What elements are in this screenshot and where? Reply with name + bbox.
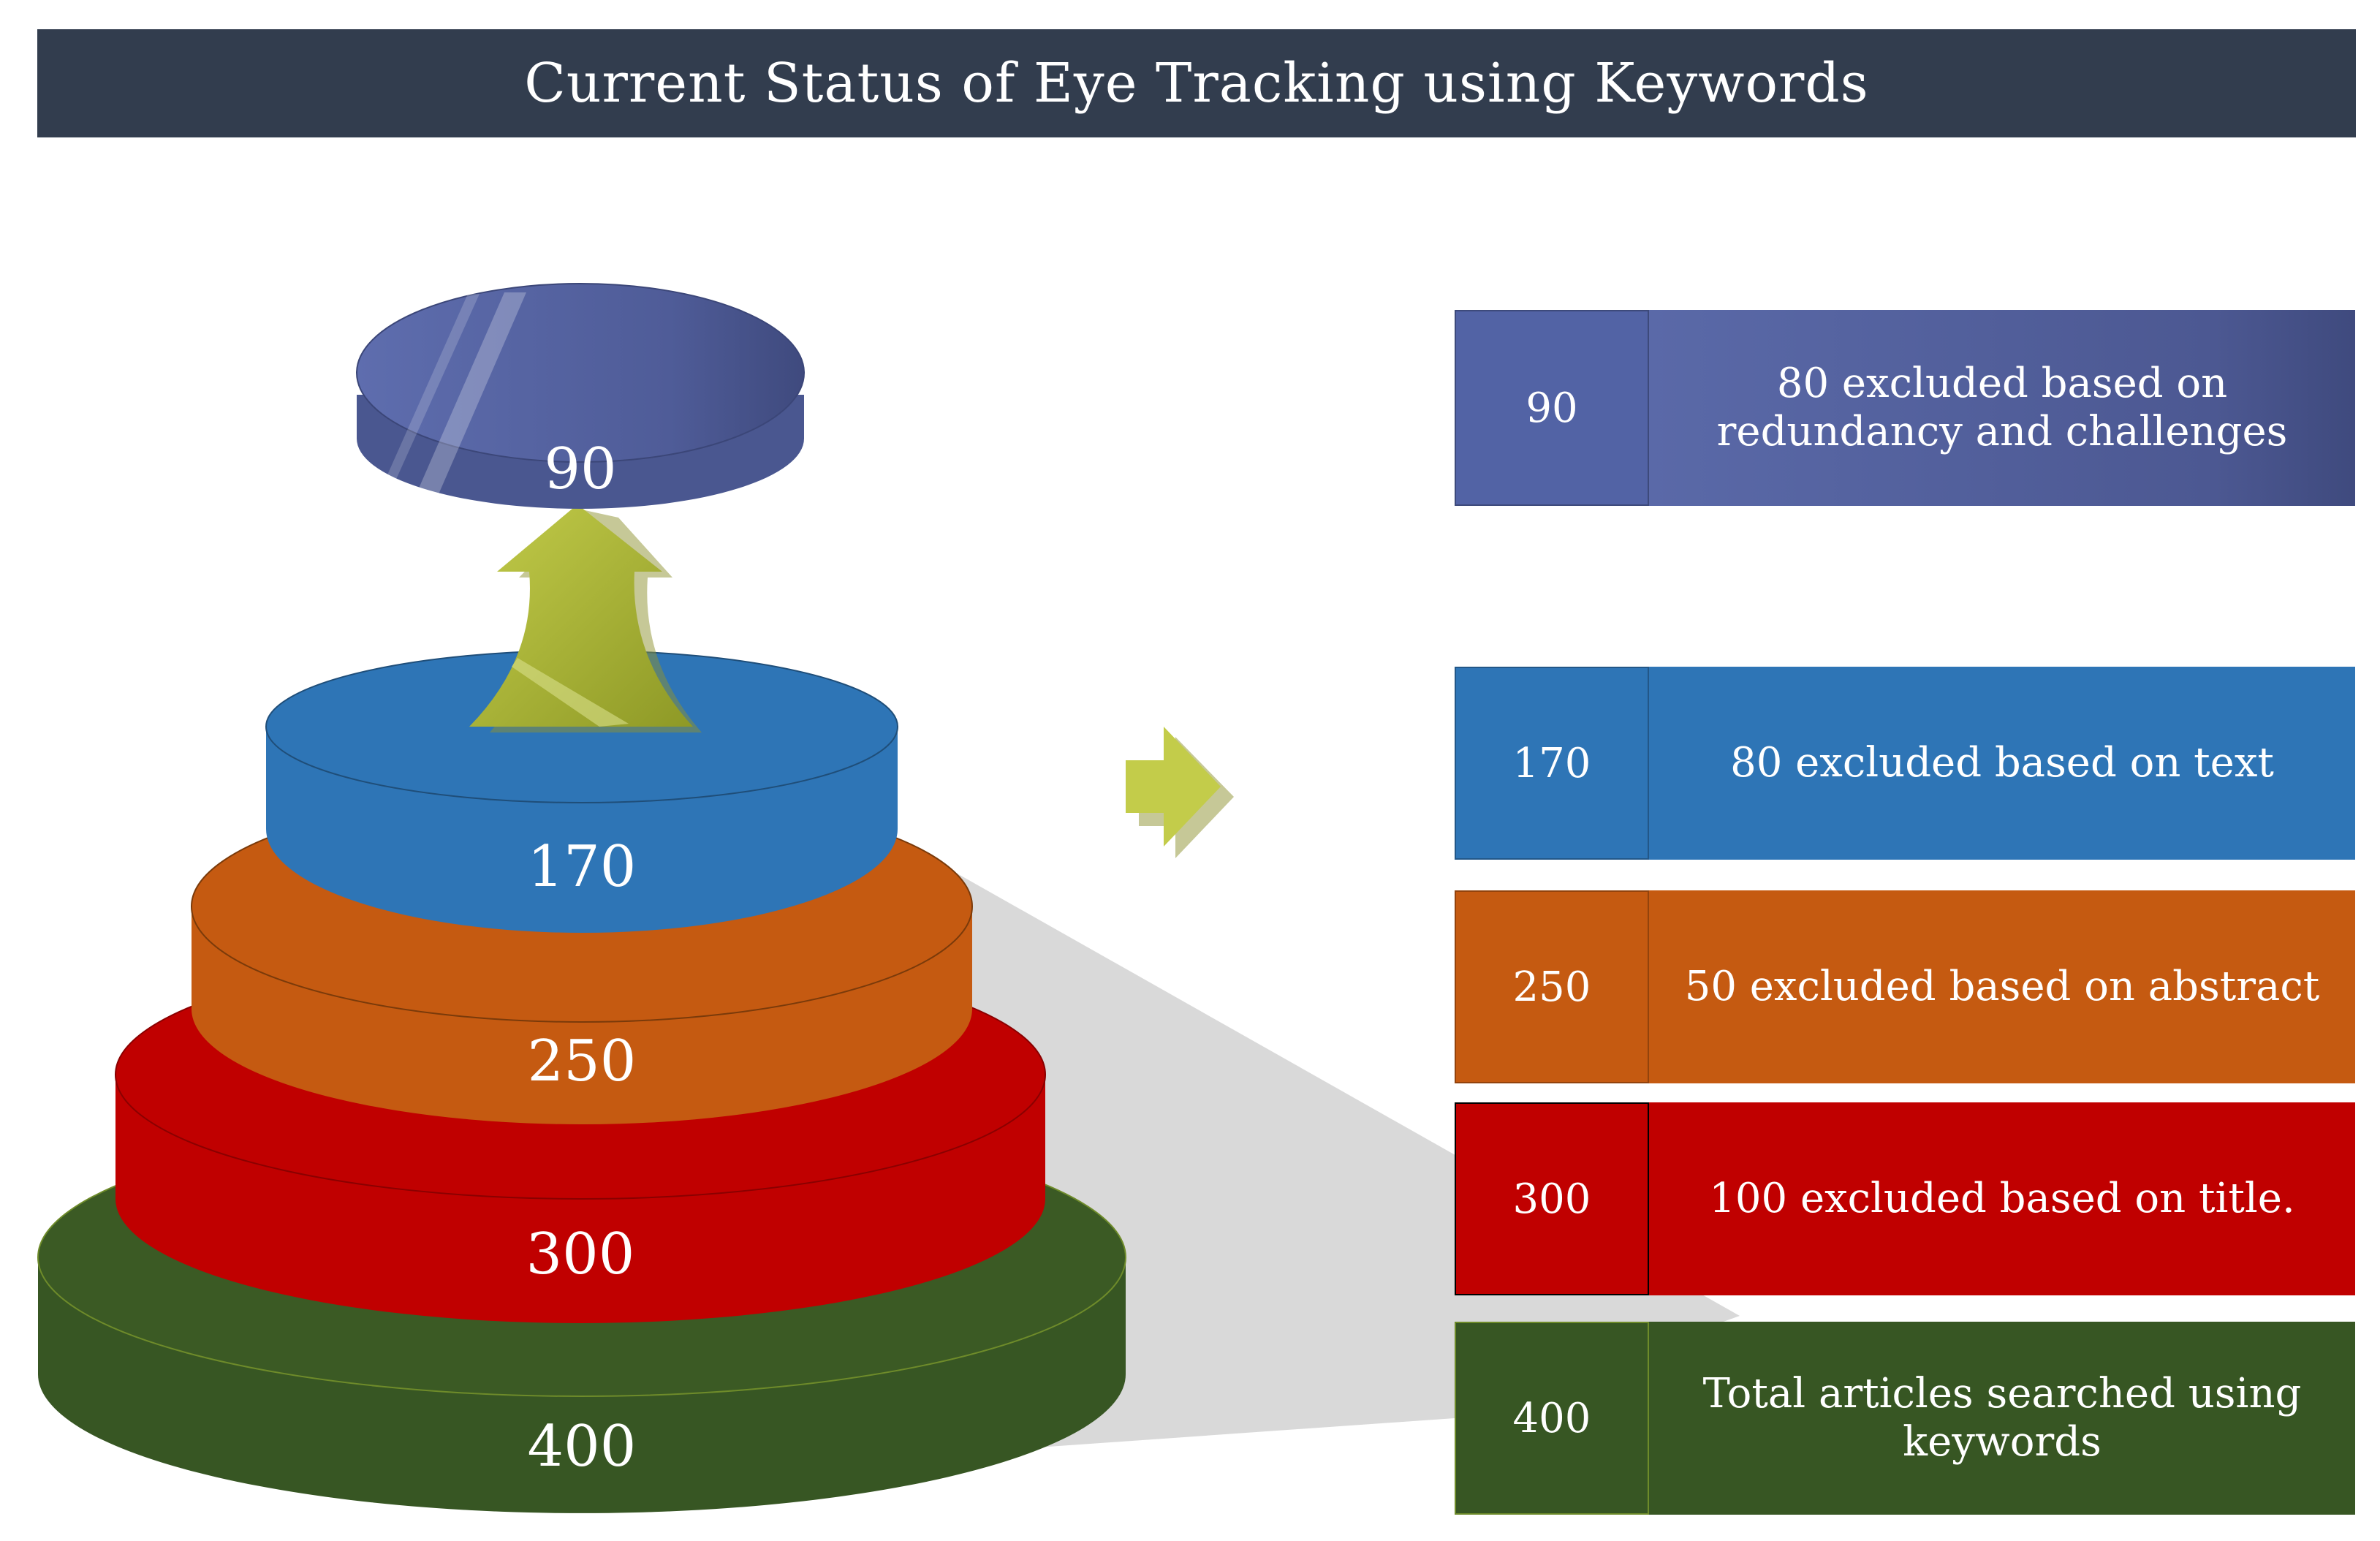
- up-arrow-icon: [469, 504, 702, 732]
- legend-description-170: 80 excluded based on text: [1649, 667, 2355, 860]
- tier-250-label: 250: [528, 1029, 637, 1094]
- legend-value-90: 90: [1455, 310, 1649, 506]
- legend-description-400: Total articles searched using keywords: [1649, 1322, 2355, 1515]
- legend-description-90: 80 excluded based on redundancy and chal…: [1649, 310, 2355, 506]
- tier-90-label: 90: [544, 436, 616, 502]
- legend-row-90: 90 80 excluded based on redundancy and c…: [1455, 310, 2355, 506]
- tier-170-label: 170: [528, 834, 637, 900]
- legend-row-400: 400 Total articles searched using keywor…: [1455, 1322, 2355, 1515]
- tier-300-label: 300: [526, 1222, 635, 1287]
- tier-90-disc: 90: [356, 283, 805, 509]
- legend-row-300: 300 100 excluded based on title.: [1455, 1102, 2355, 1295]
- tier-400-label: 400: [528, 1414, 637, 1480]
- legend-description-250: 50 excluded based on abstract: [1649, 890, 2355, 1083]
- title-bar: Current Status of Eye Tracking using Key…: [37, 29, 2356, 137]
- legend-row-250: 250 50 excluded based on abstract: [1455, 890, 2355, 1083]
- legend-value-250: 250: [1455, 890, 1649, 1083]
- legend-value-170: 170: [1455, 667, 1649, 860]
- legend-row-170: 170 80 excluded based on text: [1455, 667, 2355, 860]
- legend-description-300: 100 excluded based on title.: [1649, 1102, 2355, 1295]
- legend-value-300: 300: [1455, 1102, 1649, 1295]
- right-arrow-icon: [1126, 727, 1234, 858]
- legend-value-400: 400: [1455, 1322, 1649, 1515]
- page-title: Current Status of Eye Tracking using Key…: [524, 52, 1869, 115]
